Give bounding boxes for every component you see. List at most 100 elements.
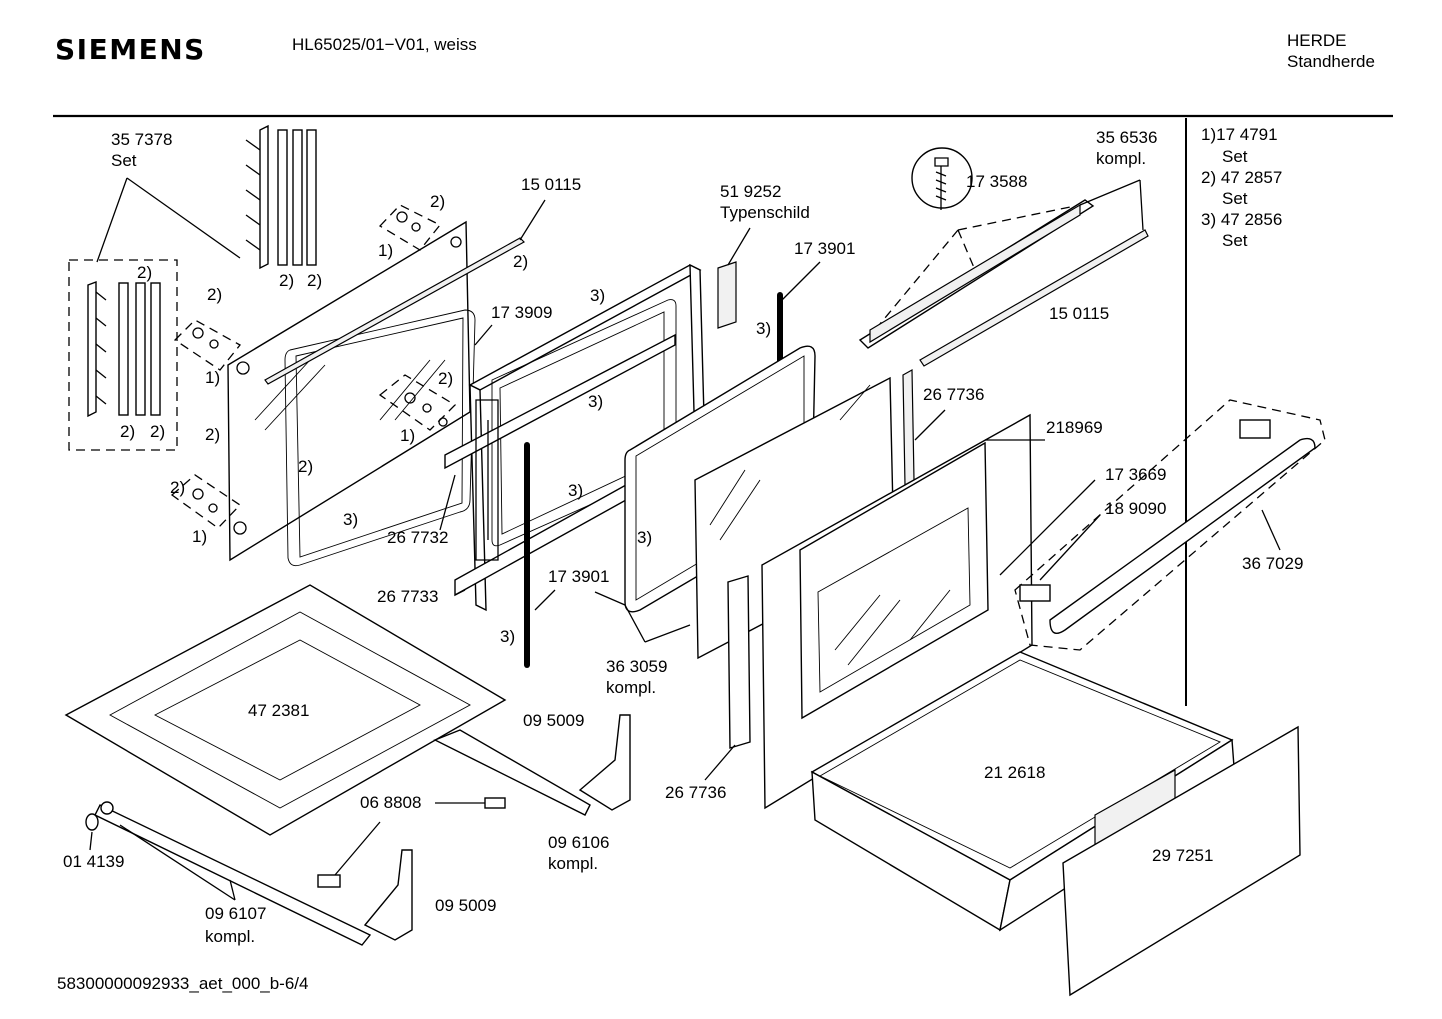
callout: 2) xyxy=(438,369,453,388)
label-173901-b: 17 3901 xyxy=(548,567,609,586)
label-297251: 29 7251 xyxy=(1152,846,1213,865)
callout: 3) xyxy=(590,286,605,305)
label-267732: 26 7732 xyxy=(387,528,448,547)
label-267736-a: 26 7736 xyxy=(923,385,984,404)
rail-strip-c xyxy=(150,282,161,416)
label-363059: 36 3059 xyxy=(606,657,667,676)
handle-dashed-outline xyxy=(1014,399,1326,651)
roller-014139 xyxy=(85,813,99,831)
bracket-095009-a xyxy=(578,714,631,811)
callout: 2) xyxy=(513,252,528,271)
label-096106: 09 6106 xyxy=(548,833,609,852)
label-267736-b: 26 7736 xyxy=(665,783,726,802)
rail-hook-strip xyxy=(87,280,97,418)
callout: 2) xyxy=(298,457,313,476)
legend-label-3: Set xyxy=(1222,231,1248,250)
callout: 2) xyxy=(170,478,185,497)
label-267733: 26 7733 xyxy=(377,587,438,606)
frame-crossbar-upper xyxy=(444,333,676,470)
label-014139: 01 4139 xyxy=(63,852,124,871)
label-173588: 17 3588 xyxy=(966,172,1027,191)
type-plate: 51 9252 Typenschild xyxy=(717,182,810,329)
rail-hook-strip-upper xyxy=(259,124,269,270)
label-218969: 218969 xyxy=(1046,418,1103,437)
callout: 3) xyxy=(588,392,603,411)
callout: 3) xyxy=(756,319,771,338)
legend: 1)17 4791 Set 2) 47 2857 Set 3) 47 2856 … xyxy=(1201,125,1282,250)
callout: 2) xyxy=(279,271,294,290)
label-095009-a: 09 5009 xyxy=(523,711,584,730)
label-096106-sub: kompl. xyxy=(548,854,598,873)
handle-bar xyxy=(1049,437,1316,634)
drawer-212618: 21 2618 29 7251 xyxy=(810,651,1301,997)
outer-door-218969: 218969 xyxy=(761,413,1103,810)
callout: 2) xyxy=(207,285,222,304)
legend-label-1: Set xyxy=(1222,147,1248,166)
callout: 3) xyxy=(343,510,358,529)
label-096107: 09 6107 xyxy=(205,904,266,923)
label-212618: 21 2618 xyxy=(984,763,1045,782)
label-150115-b: 15 0115 xyxy=(1049,304,1109,323)
legend-key-1: 1)17 4791 xyxy=(1201,125,1278,144)
callout: 2) xyxy=(430,192,445,211)
label-356536-sub: kompl. xyxy=(1096,149,1146,168)
label-519252-sub: Typenschild xyxy=(720,203,810,222)
handle-assembly: 17 3669 18 9090 36 7029 xyxy=(999,399,1326,651)
lower-strips: 26 7732 26 7733 17 3901 xyxy=(377,474,626,611)
label-519252: 51 9252 xyxy=(720,182,781,201)
rail-096106 xyxy=(433,729,591,816)
callout: 1) xyxy=(378,241,393,260)
screw-detail-circle xyxy=(911,147,973,209)
trim-strip xyxy=(264,237,525,385)
rail-set-357378: 2) 2) 2) 2) 2) 35 7378 Set xyxy=(68,124,322,451)
callout: 3) xyxy=(637,528,652,547)
callout: 2) xyxy=(150,422,165,441)
label-150115-a: 15 0115 xyxy=(521,175,581,194)
category-subtitle: Standherde xyxy=(1287,52,1375,71)
callout: 3) xyxy=(500,627,515,646)
callout: 2) xyxy=(307,271,322,290)
callout: 1) xyxy=(205,368,220,387)
inner-panel-window xyxy=(284,309,476,567)
bottom-rails: 09 5009 09 6106 kompl. 06 8808 01 4139 0… xyxy=(63,711,631,946)
rail-strip-a xyxy=(118,282,129,416)
inner-panel-sheet xyxy=(227,220,471,562)
label-363059-sub: kompl. xyxy=(606,678,656,697)
rail-set-box xyxy=(68,259,178,451)
document-id: 58300000092933_aet_000_b-6/4 xyxy=(57,974,308,993)
callout: 1) xyxy=(192,527,207,546)
legend-key-2: 2) 47 2857 xyxy=(1201,168,1282,187)
side-profile-267736: 26 7736 26 7736 xyxy=(665,368,984,802)
outer-door-window xyxy=(817,507,971,693)
trim-strip-b xyxy=(919,229,1149,367)
rail-strip-b xyxy=(135,282,146,416)
brand-logo: SIEMENS xyxy=(55,33,206,66)
model-title: HL65025/01−V01, weiss xyxy=(292,35,477,54)
callout: 2) xyxy=(205,425,220,444)
oven-floor-plate xyxy=(64,584,507,836)
callout: 3) xyxy=(568,481,583,500)
category-title: HERDE xyxy=(1287,31,1347,50)
callout: 2) xyxy=(120,422,135,441)
label-173909: 17 3909 xyxy=(491,303,552,322)
hinge-rail-356536: 17 3588 35 6536 kompl. 15 0115 xyxy=(858,128,1157,367)
legend-key-3: 3) 47 2856 xyxy=(1201,210,1282,229)
legend-label-2: Set xyxy=(1222,189,1248,208)
rail-096107 xyxy=(94,804,372,946)
label-095009-b: 09 5009 xyxy=(435,896,496,915)
label-189090: 18 9090 xyxy=(1105,499,1166,518)
label-356536: 35 6536 xyxy=(1096,128,1157,147)
oven-floor-472381: 47 2381 xyxy=(64,584,507,836)
bracket-095009-b xyxy=(363,849,413,941)
label-367029: 36 7029 xyxy=(1242,554,1303,573)
label-096107-sub: kompl. xyxy=(205,927,255,946)
label-357378: 35 7378 xyxy=(111,130,172,149)
label-173669: 17 3669 xyxy=(1105,465,1166,484)
callout: 1) xyxy=(400,426,415,445)
label-173901-a: 17 3901 xyxy=(794,239,855,258)
callout: 2) xyxy=(137,263,152,282)
inner-door-panel: 2) 1) 2) 1) 2) 2) 1) 2) 1) 2) 3) 15 0115… xyxy=(170,175,581,567)
drawer-front-panel xyxy=(1062,725,1301,997)
label-472381: 47 2381 xyxy=(248,701,309,720)
